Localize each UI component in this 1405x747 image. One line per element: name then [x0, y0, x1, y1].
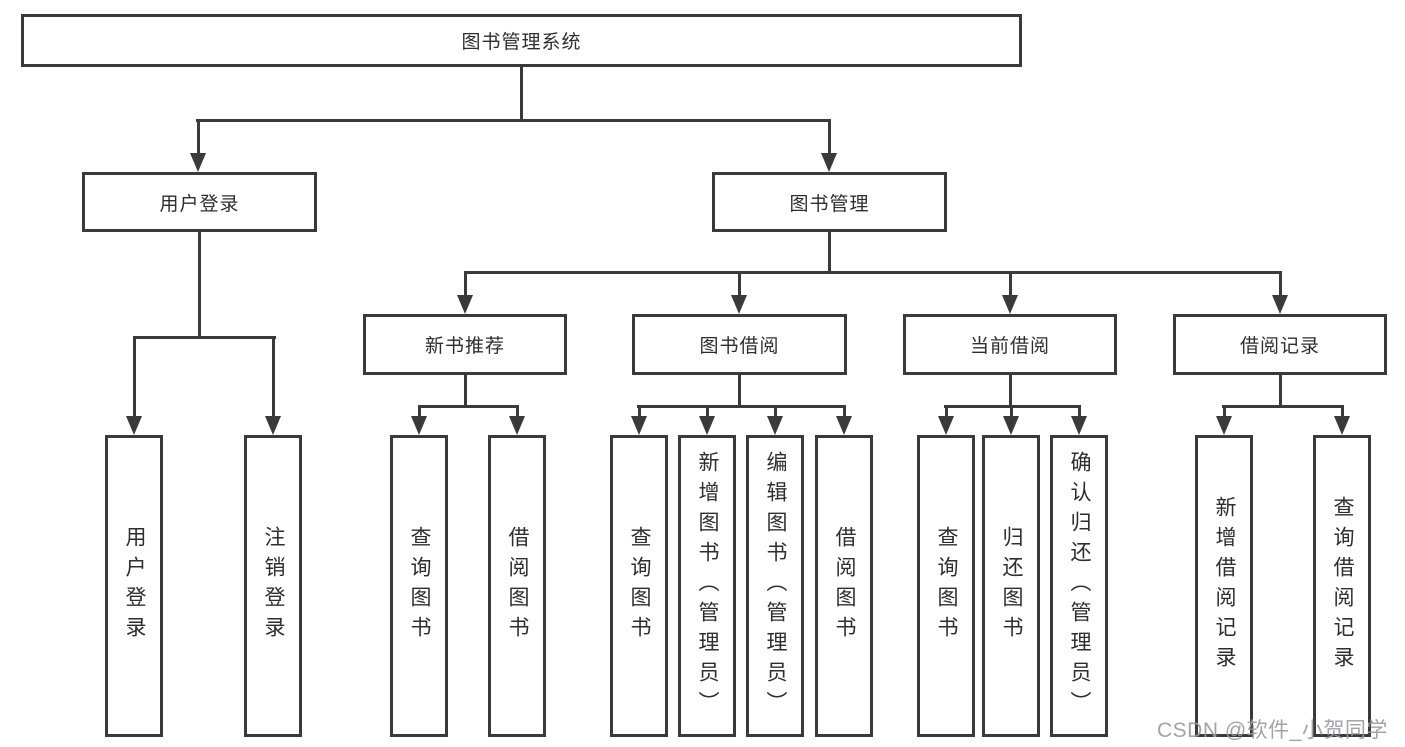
connector-drop — [516, 405, 519, 418]
leaf-query-books: 查询图书 — [917, 435, 975, 737]
leaf-confirm-return-admin: 确认归还（管理员） — [1050, 435, 1108, 737]
arrowhead-down-icon — [1216, 416, 1232, 435]
connector-newbooks-stem — [464, 375, 467, 408]
connector-newbooks-rail — [418, 405, 519, 408]
node-library-management-system: 图书管理系统 — [21, 14, 1022, 67]
arrowhead-down-icon — [265, 416, 281, 435]
node-new-book-recommendation: 新书推荐 — [363, 314, 567, 375]
arrowhead-down-icon — [938, 416, 954, 435]
connector-bookmgmt-rail — [464, 271, 1282, 274]
leaf-logout: 注销登录 — [244, 435, 302, 737]
arrowhead-down-icon — [699, 416, 715, 435]
arrowhead-down-icon — [509, 416, 525, 435]
arrowhead-down-icon — [731, 295, 747, 314]
connector-drop — [133, 336, 136, 417]
arrowhead-down-icon — [1272, 295, 1288, 314]
arrowhead-down-icon — [1071, 416, 1087, 435]
csdn-watermark: CSDN @软件_小贺同学 — [1157, 719, 1388, 742]
leaf-add-borrow-record: 新增借阅记录 — [1195, 435, 1253, 737]
connector-root-rail — [196, 119, 831, 122]
connector-drop — [1341, 405, 1344, 418]
leaf-add-books-admin: 新增图书（管理员） — [678, 435, 736, 737]
connector-drop — [1009, 271, 1012, 297]
leaf-query-books: 查询图书 — [610, 435, 668, 737]
arrowhead-down-icon — [821, 153, 837, 172]
connector-bookborrow-stem — [738, 375, 741, 408]
connector-drop — [828, 119, 831, 155]
connector-drop — [843, 405, 846, 418]
leaf-label: 确认归还（管理员） — [1068, 451, 1092, 721]
arrowhead-down-icon — [767, 416, 783, 435]
leaf-query-books: 查询图书 — [390, 435, 448, 737]
arrowhead-down-icon — [411, 416, 427, 435]
node-book-management: 图书管理 — [712, 172, 947, 232]
leaf-return-books: 归还图书 — [982, 435, 1040, 737]
connector-drop — [738, 271, 741, 297]
connector-drop — [1279, 271, 1282, 297]
leaf-label: 借阅图书 — [506, 526, 530, 646]
connector-bookborrow-rail — [637, 405, 846, 408]
leaf-label: 查询图书 — [628, 526, 652, 646]
node-book-borrowing: 图书借阅 — [632, 314, 847, 375]
connector-drop — [197, 119, 200, 155]
leaf-label: 归还图书 — [1000, 526, 1024, 646]
leaf-label: 注销登录 — [262, 526, 286, 646]
connector-records-stem — [1279, 375, 1282, 408]
node-borrowing-records: 借阅记录 — [1173, 314, 1387, 375]
connector-currentborrow-stem — [1009, 375, 1012, 408]
connector-drop — [1010, 405, 1013, 418]
connector-drop — [272, 336, 275, 417]
arrowhead-down-icon — [631, 416, 647, 435]
leaf-label: 查询借阅记录 — [1331, 496, 1355, 676]
connector-drop — [464, 271, 467, 297]
leaf-user-login: 用户登录 — [105, 435, 163, 737]
leaf-borrow-books: 借阅图书 — [488, 435, 546, 737]
arrowhead-down-icon — [1002, 295, 1018, 314]
leaf-query-borrow-record: 查询借阅记录 — [1313, 435, 1371, 737]
leaf-label: 编辑图书（管理员） — [764, 451, 788, 721]
arrowhead-down-icon — [836, 416, 852, 435]
arrowhead-down-icon — [190, 153, 206, 172]
connector-drop — [638, 405, 641, 418]
connector-userlogin-rail — [133, 336, 276, 339]
arrowhead-down-icon — [457, 295, 473, 314]
leaf-label: 查询图书 — [408, 526, 432, 646]
leaf-label: 新增借阅记录 — [1213, 496, 1237, 676]
leaf-label: 借阅图书 — [833, 526, 857, 646]
connector-records-rail — [1222, 405, 1344, 408]
leaf-label: 新增图书（管理员） — [696, 451, 720, 721]
connector-userlogin-stem — [198, 232, 201, 339]
connector-drop — [1223, 405, 1226, 418]
node-user-login: 用户登录 — [82, 172, 317, 232]
connector-drop — [774, 405, 777, 418]
connector-root-stem — [520, 67, 523, 120]
leaf-label: 用户登录 — [123, 526, 147, 646]
arrowhead-down-icon — [1334, 416, 1350, 435]
connector-drop — [706, 405, 709, 418]
arrowhead-down-icon — [126, 416, 142, 435]
arrowhead-down-icon — [1003, 416, 1019, 435]
connector-drop — [945, 405, 948, 418]
connector-drop — [1078, 405, 1081, 418]
leaf-borrow-books: 借阅图书 — [815, 435, 873, 737]
leaf-label: 查询图书 — [935, 526, 959, 646]
connector-drop — [418, 405, 421, 418]
node-current-borrowing: 当前借阅 — [903, 314, 1117, 375]
leaf-edit-books-admin: 编辑图书（管理员） — [746, 435, 804, 737]
connector-bookmgmt-stem — [828, 232, 831, 274]
